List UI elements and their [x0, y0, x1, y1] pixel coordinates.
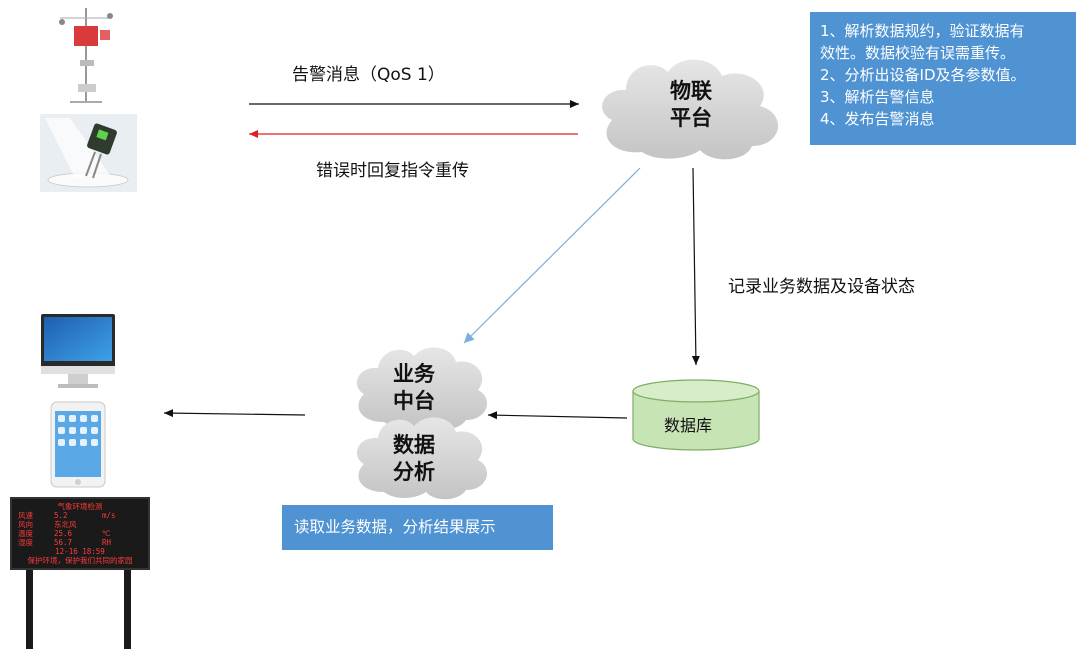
step-line-1: 1、解析数据规约，验证数据有	[820, 22, 1025, 40]
read-results-box: 读取业务数据，分析结果展示	[282, 505, 553, 550]
arrow-platform-to-database	[691, 167, 700, 366]
led-time: 12-16 18:59	[55, 547, 105, 556]
step-line-3: 2、分析出设备ID及各参数值。	[820, 66, 1026, 84]
soil-sensor-icon	[40, 114, 137, 192]
cloud-label-data-analysis: 数据分析	[393, 433, 435, 484]
label-alarm-message: 告警消息（QoS 1）	[292, 65, 445, 85]
tablet-icon	[50, 401, 106, 488]
label-record-data: 记录业务数据及设备状态	[728, 277, 915, 297]
cloud-data-analysis	[356, 417, 488, 500]
steps-box: 1、解析数据规约，验证数据有 效性。数据校验有误需重传。 2、分析出设备ID及各…	[810, 12, 1076, 145]
database-cylinder	[632, 379, 760, 451]
cloud-iot-platform	[602, 59, 779, 160]
step-line-4: 3、解析告警信息	[820, 88, 935, 106]
arrow-database-to-analysis	[487, 411, 628, 420]
cloud-business-center	[356, 347, 488, 430]
cloud-label-iot-platform: 物联平台	[670, 79, 712, 130]
arrow-analysis-to-devices	[163, 409, 306, 418]
arrow-platform-to-business	[463, 167, 641, 344]
desktop-monitor-icon	[41, 314, 115, 388]
database-label: 数据库	[664, 416, 713, 435]
led-title: 气象环境检测	[57, 502, 103, 511]
step-line-5: 4、发布告警消息	[820, 110, 935, 128]
weather-station-icon	[59, 8, 113, 103]
led-footer: 保护环境，保护我们共同的家园	[27, 556, 133, 565]
led-board-stand	[26, 567, 131, 649]
step-line-2: 效性。数据校验有误需重传。	[820, 44, 1016, 62]
cloud-label-business-center: 业务中台	[393, 362, 435, 413]
label-retransmit: 错误时回复指令重传	[316, 161, 469, 181]
led-row: 风向东北风	[18, 520, 77, 529]
